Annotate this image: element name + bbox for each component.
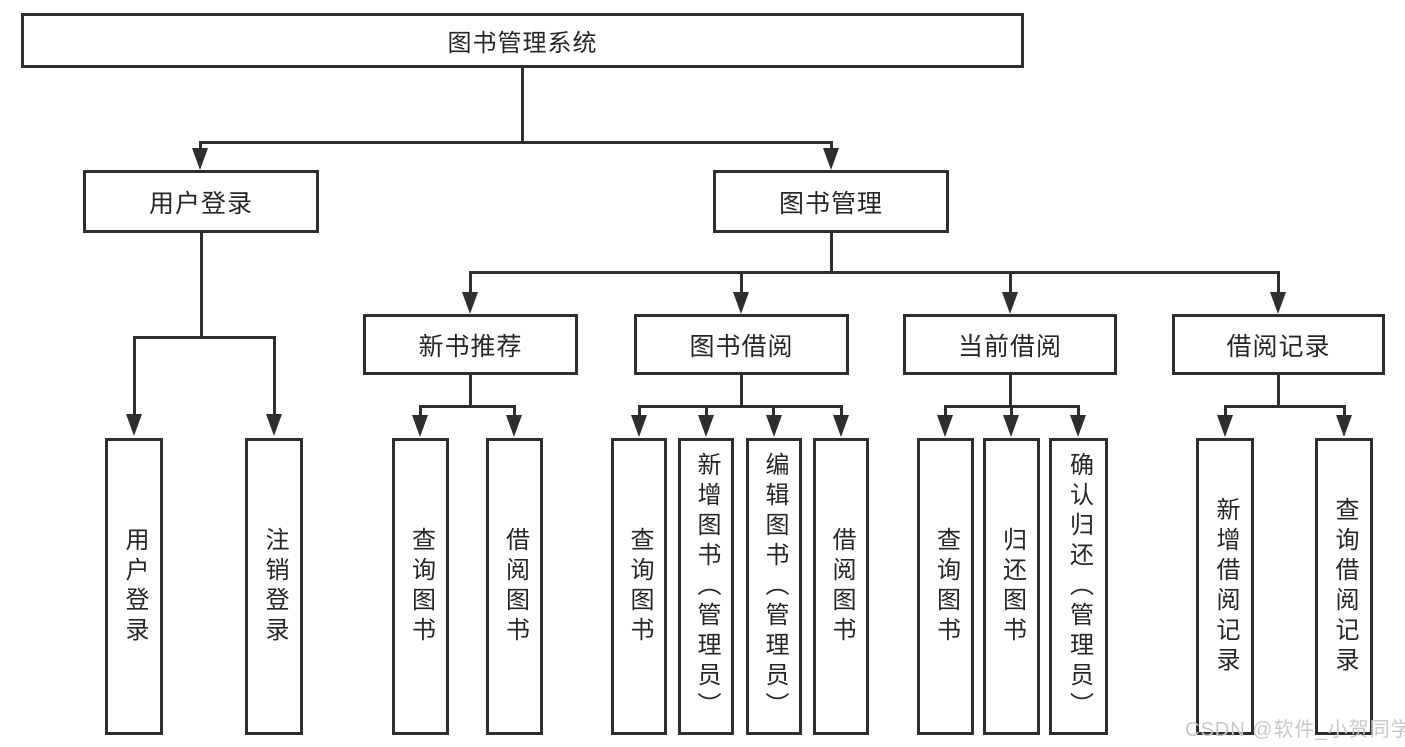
leaf-query-books-recommend: 查询图书 — [392, 438, 449, 735]
leaf-borrow-books-borrowing-label: 借阅图书 — [828, 526, 855, 647]
leaf-query-books-borrowing: 查询图书 — [611, 438, 667, 735]
arrowhead-borrowing-leaf2 — [698, 415, 714, 437]
leaf-edit-books-admin-label: 编辑图书（管理员） — [761, 451, 788, 722]
node-current-borrowing: 当前借阅 — [903, 314, 1117, 375]
connector-bookmgmt-bar — [469, 271, 1280, 274]
connector-newrec-leaf2-drop — [513, 405, 516, 417]
leaf-add-borrow-record: 新增借阅记录 — [1196, 438, 1254, 735]
node-borrowing-records: 借阅记录 — [1172, 314, 1385, 375]
leaf-add-books-admin: 新增图书（管理员） — [678, 438, 734, 735]
arrowhead-leaf-logout — [266, 414, 282, 436]
connector-newrec-drop — [469, 271, 472, 294]
connector-records-drop — [1277, 271, 1280, 294]
connector-bookmgmt-stem — [830, 233, 833, 274]
leaf-query-books-current: 查询图书 — [917, 438, 974, 735]
connector-newrec-leaf1-drop — [419, 405, 422, 417]
node-library-system: 图书管理系统 — [21, 13, 1024, 68]
connector-records-bar — [1224, 405, 1345, 408]
node-book-borrowing: 图书借阅 — [634, 314, 849, 375]
connector-userlogin-drop — [199, 141, 202, 150]
leaf-query-books-current-label: 查询图书 — [932, 526, 960, 647]
arrowhead-current-leaf2 — [1003, 415, 1019, 437]
arrowhead-newrec-leaf2 — [506, 415, 522, 437]
connector-borrowing-drop — [740, 271, 743, 294]
arrowhead-records-leaf1 — [1217, 415, 1233, 437]
leaf-edit-books-admin: 编辑图书（管理员） — [746, 438, 802, 735]
connector-borrowing-leaf4-drop — [840, 405, 843, 417]
connector-borrowing-stem — [740, 375, 743, 408]
connector-current-leaf2-drop — [1010, 405, 1013, 417]
leaf-logout-label: 注销登录 — [261, 526, 288, 647]
leaf-user-login-label: 用户登录 — [121, 526, 148, 647]
node-book-management: 图书管理 — [713, 170, 949, 233]
leaf-add-books-admin-label: 新增图书（管理员） — [693, 451, 720, 722]
leaf-return-books-label: 归还图书 — [998, 526, 1026, 647]
connector-records-leaf2-drop — [1343, 405, 1346, 417]
connector-borrowing-leaf2-drop — [705, 405, 708, 417]
connector-leaf-login-drop — [133, 336, 136, 415]
leaf-confirm-return-admin-label: 确认归还（管理员） — [1065, 451, 1093, 722]
connector-current-leaf3-drop — [1077, 405, 1080, 417]
arrowhead-userlogin — [192, 148, 208, 170]
connector-current-stem — [1009, 375, 1012, 408]
arrowhead-borrowing — [733, 292, 749, 314]
leaf-query-borrow-record-label: 查询借阅记录 — [1331, 496, 1358, 677]
node-new-book-recommend: 新书推荐 — [363, 314, 578, 375]
arrowhead-records — [1270, 292, 1286, 314]
arrowhead-borrowing-leaf4 — [833, 415, 849, 437]
connector-userlogin-bar — [133, 336, 276, 339]
arrowhead-records-leaf2 — [1336, 415, 1352, 437]
leaf-query-borrow-record: 查询借阅记录 — [1315, 438, 1373, 735]
connector-root-stem — [521, 68, 524, 143]
arrowhead-borrowing-leaf3 — [766, 415, 782, 437]
node-user-login: 用户登录 — [83, 170, 319, 233]
connector-records-leaf1-drop — [1224, 405, 1227, 417]
connector-current-drop — [1009, 271, 1012, 294]
leaf-borrow-books-recommend-label: 借阅图书 — [501, 526, 529, 647]
arrowhead-borrowing-leaf1 — [631, 415, 647, 437]
connector-leaf-logout-drop — [273, 336, 276, 415]
arrowhead-newrec — [462, 292, 478, 314]
arrowhead-current — [1002, 292, 1018, 314]
connector-newrec-bar — [419, 405, 516, 408]
leaf-logout: 注销登录 — [245, 438, 303, 735]
leaf-add-borrow-record-label: 新增借阅记录 — [1212, 496, 1239, 677]
connector-borrowing-leaf3-drop — [772, 405, 775, 417]
csdn-watermark: CSDN @软件_小贺同学 — [1185, 719, 1405, 741]
connector-records-stem — [1277, 375, 1280, 408]
arrowhead-newrec-leaf1 — [412, 415, 428, 437]
connector-borrowing-bar — [638, 405, 842, 408]
leaf-user-login: 用户登录 — [105, 438, 163, 735]
leaf-borrow-books-recommend: 借阅图书 — [486, 438, 543, 735]
leaf-query-books-recommend-label: 查询图书 — [407, 526, 435, 647]
connector-bookmgmt-drop — [830, 141, 833, 150]
connector-newrec-stem — [469, 375, 472, 408]
leaf-query-books-borrowing-label: 查询图书 — [626, 526, 653, 647]
arrowhead-current-leaf3 — [1070, 415, 1086, 437]
connector-userlogin-stem — [200, 233, 203, 338]
arrowhead-leaf-login — [126, 414, 142, 436]
leaf-return-books: 归还图书 — [983, 438, 1040, 735]
connector-root-bar — [199, 141, 833, 144]
leaf-borrow-books-borrowing: 借阅图书 — [813, 438, 869, 735]
arrowhead-current-leaf1 — [937, 415, 953, 437]
arrowhead-bookmgmt — [823, 148, 839, 170]
leaf-confirm-return-admin: 确认归还（管理员） — [1049, 438, 1108, 735]
connector-borrowing-leaf1-drop — [638, 405, 641, 417]
connector-current-leaf1-drop — [944, 405, 947, 417]
